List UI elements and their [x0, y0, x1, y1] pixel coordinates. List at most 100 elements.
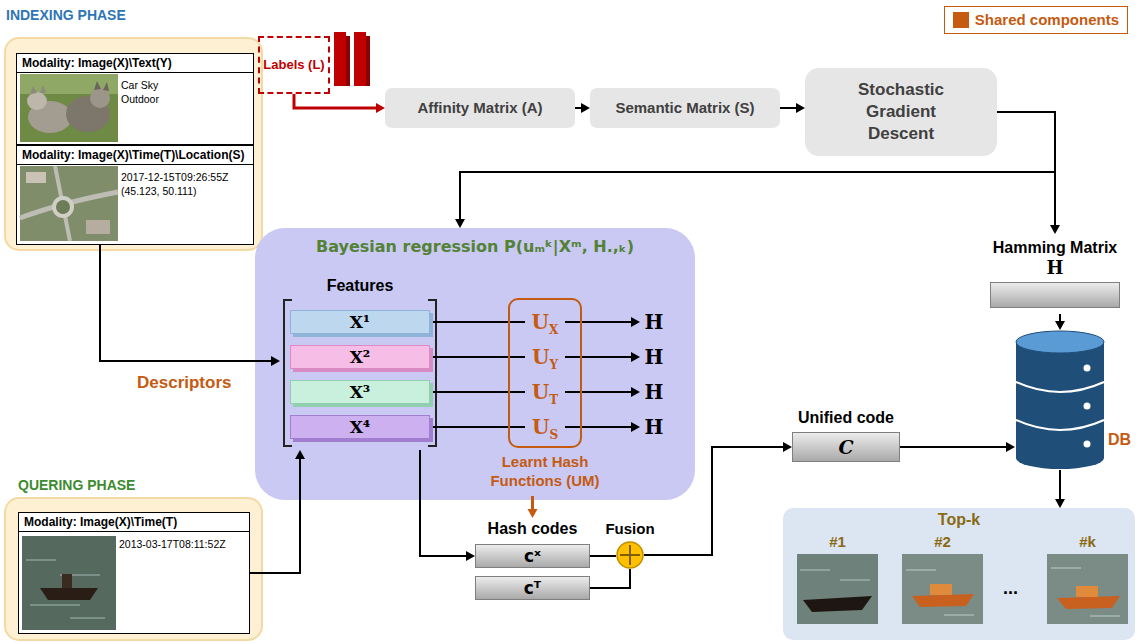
connector: [1055, 470, 1065, 508]
connector-line: [644, 447, 784, 555]
hash-target: H: [640, 345, 668, 369]
hash-codes-group: Hash codescˣcᵀ: [470, 518, 595, 604]
matrix-title: Hamming Matrix: [975, 234, 1135, 258]
connector: [644, 442, 792, 555]
arrowhead: [1050, 225, 1060, 234]
function-subscript: S: [549, 428, 558, 442]
boat-photo: [22, 536, 116, 630]
code-symbol: C: [792, 432, 900, 462]
connector-line: [1059, 314, 1061, 322]
feature-symbol: X³: [350, 382, 371, 402]
labels-bars: [334, 32, 370, 86]
hash-function: US: [525, 415, 565, 439]
connector: [590, 556, 616, 557]
group-title: Learnt Hash Functions (UM): [480, 452, 610, 490]
topk-panel: Top-k#1#2#k: [783, 508, 1135, 640]
connector: [100, 245, 280, 366]
legend-text: Shared components: [975, 10, 1119, 30]
process-box: Affinity Matrix (A): [385, 88, 575, 128]
hash-functions-group: Learnt Hash Functions (UM)UXUYUTUS: [480, 298, 610, 496]
status-dot: [1084, 441, 1091, 448]
connector: [565, 387, 640, 397]
arrowhead: [1006, 442, 1015, 452]
query-input-panel: [5, 498, 262, 640]
group-title: Features: [280, 272, 440, 297]
phase-title: INDEXING PHASE: [6, 6, 126, 24]
connector: [430, 357, 525, 358]
label-holder: INDEXING PHASE: [6, 6, 126, 24]
feature-bar: X³: [290, 380, 430, 404]
code-symbol: cᵀ: [524, 578, 541, 598]
connector-line: [430, 391, 525, 393]
connector-line: [250, 458, 300, 573]
node-label: Semantic Matrix (S): [615, 99, 754, 117]
modality-card: Modality: Image(X)\Text(Y)Car Sky Outdoo…: [16, 53, 254, 145]
circle-fill: [617, 542, 643, 568]
connector: [250, 450, 305, 573]
connector-line: [590, 555, 616, 557]
arrowhead: [581, 103, 590, 113]
metadata-text: 2017-12-15T09:26:55Z (45.123, 50.111): [121, 170, 251, 198]
connector: [420, 450, 475, 561]
connector: [528, 496, 538, 518]
connector: [430, 427, 525, 428]
connector-line: [565, 391, 632, 393]
code-symbol: cˣ: [524, 546, 541, 566]
database: DB: [1015, 330, 1105, 470]
arrowhead: [631, 317, 640, 327]
function-subscript: T: [549, 393, 558, 407]
connector-line: [294, 94, 377, 108]
hash-target: H: [640, 380, 668, 404]
arrowhead: [466, 551, 475, 561]
feature-bar: X¹: [290, 310, 430, 334]
connector: [590, 569, 630, 588]
arrowhead: [271, 356, 280, 366]
process-box: Semantic Matrix (S): [590, 88, 780, 128]
connector-line: [1059, 470, 1061, 500]
connector: [430, 392, 525, 393]
code-title: Unified code: [792, 406, 900, 430]
connector-line: [565, 426, 632, 428]
connector-line: [100, 245, 272, 361]
connector-label: Descriptors: [137, 372, 231, 393]
label-holder: ...: [1003, 578, 1018, 598]
connector: [1055, 314, 1065, 330]
cylinder-top: [1016, 331, 1104, 353]
arrowhead: [1055, 321, 1065, 330]
connector: [565, 317, 640, 327]
arrowhead: [631, 387, 640, 397]
connector: [780, 103, 805, 113]
metadata-text: 2013-03-17T08:11:52Z: [119, 537, 249, 551]
function-symbol: U: [532, 345, 549, 369]
arrowhead: [1055, 499, 1065, 508]
hamming-symbol: H: [640, 345, 668, 369]
hash-function: UY: [525, 345, 565, 369]
labels-box: Labels (L): [258, 36, 330, 94]
modality-card: Modality: Image(X)\Time(T)\Location(S)20…: [16, 145, 254, 245]
hash-target: H: [640, 415, 668, 439]
connector-line: [900, 446, 1007, 448]
hash-code-bar: cᵀ: [475, 576, 590, 600]
fusion-circle: [616, 541, 644, 569]
result-item: #2: [900, 532, 985, 628]
result-item: #k: [1045, 532, 1130, 628]
result-photo: [797, 554, 878, 624]
cylinder-bottom: [1016, 447, 1104, 469]
rank-number: #1: [795, 532, 880, 552]
connector-line: [430, 356, 525, 358]
result-photo: [902, 554, 983, 624]
arrowhead: [631, 352, 640, 362]
hamming-symbol: H: [640, 380, 668, 404]
arrowhead: [631, 422, 640, 432]
connector-line: [575, 107, 582, 109]
connector: [900, 442, 1015, 452]
status-dot: [1084, 403, 1091, 410]
hamming-symbol: H: [640, 415, 668, 439]
metadata-text: Car Sky Outdoor: [121, 78, 159, 106]
connector-line: [590, 569, 630, 588]
feature-symbol: X¹: [350, 312, 371, 332]
function-symbol: U: [532, 415, 549, 439]
matrix-symbol: H: [975, 258, 1135, 278]
feature-bar: X⁴: [290, 415, 430, 439]
hash-function: UT: [525, 380, 565, 404]
